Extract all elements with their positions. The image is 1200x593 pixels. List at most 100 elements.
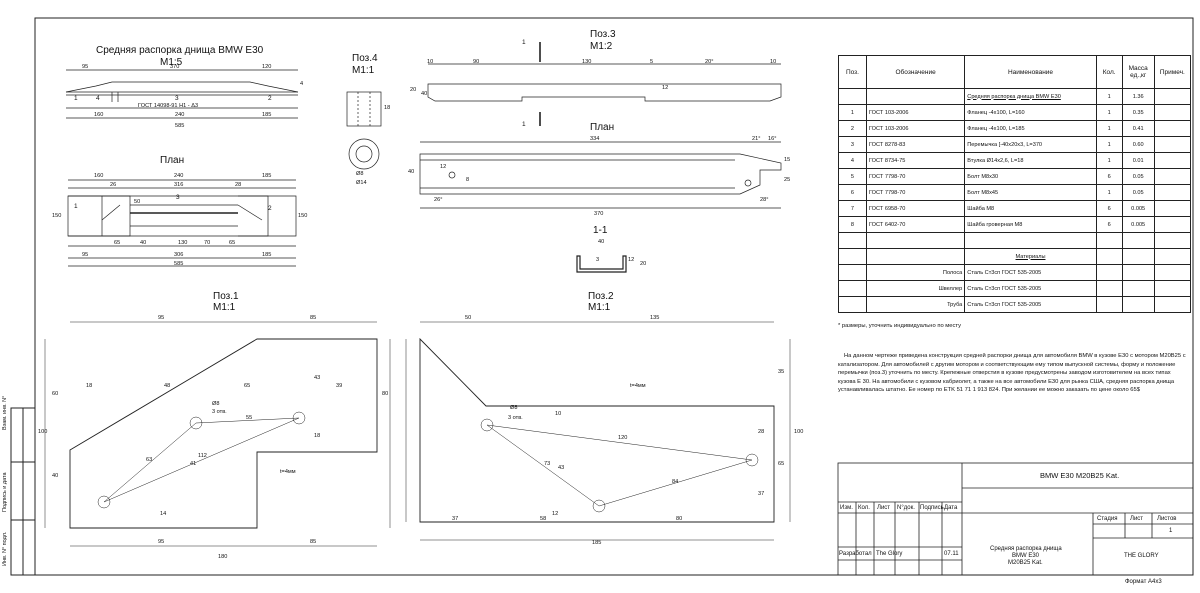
material-grade: Сталь Ст3сп ГОСТ 535-2005 [964, 296, 1097, 313]
material-type: Труба [865, 296, 966, 313]
spec-header: Поз. [838, 55, 867, 89]
dim: 40 [598, 239, 605, 245]
spec-cell [1095, 248, 1123, 265]
title-block [837, 462, 1194, 576]
dim: 112 [198, 453, 207, 459]
spec-cell [1153, 168, 1192, 185]
dim: 100 [794, 429, 804, 435]
dim: 160 [94, 173, 104, 179]
dim: 135 [650, 315, 660, 321]
pos1-title: Поз.1 [213, 291, 239, 302]
dim: 58 [540, 516, 547, 522]
section-mark: 1 [522, 39, 526, 46]
dim: 65 [778, 461, 785, 467]
dim: 15 [784, 157, 791, 163]
callout: 3 [176, 194, 180, 201]
dim: 12 [440, 164, 447, 170]
spec-cell [865, 248, 966, 265]
dim: 40 [140, 240, 147, 246]
stamp-title: BMW E30 M20B25 Kat. [1040, 471, 1120, 480]
pos3-side-view [427, 42, 782, 126]
dim: 85 [310, 539, 317, 545]
spec-cell [838, 248, 867, 265]
spec-cell: ГОСТ 103-2006 [865, 120, 966, 137]
section-mark: 1 [522, 121, 526, 128]
spec-cell: 1 [1095, 184, 1123, 201]
dim: 60 [52, 391, 59, 397]
spec-cell: 0.005 [1121, 200, 1155, 217]
spec-cell: 6 [1095, 168, 1123, 185]
pos1-plate [44, 321, 391, 547]
spec-cell: 1 [1095, 120, 1123, 137]
dim: 12 [662, 85, 669, 91]
spec-cell: 1 [1095, 136, 1123, 153]
pos2-scale: М1:1 [588, 302, 611, 313]
dim: 150 [298, 213, 308, 219]
callout: 2 [268, 95, 272, 102]
dim: 48 [164, 383, 171, 389]
pos3-title: Поз.3 [590, 29, 616, 40]
dim: 40 [421, 91, 428, 97]
stamp-ndok: N°док. [897, 505, 915, 511]
spec-cell [964, 232, 1097, 249]
spec-cell [1153, 232, 1192, 249]
dim: 120 [618, 435, 628, 441]
stamp-date: 07.11 [944, 551, 959, 557]
spec-cell [1121, 264, 1155, 281]
section-title: 1-1 [593, 225, 608, 236]
dim: 20 [410, 87, 417, 93]
dim: 40 [408, 169, 415, 175]
stamp-name3: M20B25 Kat. [1008, 560, 1043, 566]
dim: 16° [768, 136, 777, 142]
pos3-scale: М1:2 [590, 41, 613, 52]
dim: 35 [778, 369, 785, 375]
dim: 84 [672, 479, 679, 485]
spec-cell [1153, 200, 1192, 217]
plan-left-title: План [160, 155, 185, 166]
stamp-author: The Glory [876, 551, 903, 557]
stamp-stadiya: Стадия [1097, 516, 1118, 522]
dim: 50 [134, 199, 141, 205]
spec-cell [1153, 248, 1192, 265]
dim: 240 [175, 112, 185, 118]
dim: 8 [466, 177, 470, 183]
dim: 4 [300, 81, 304, 87]
spec-cell: Фланец -4х100, L=160 [964, 104, 1097, 121]
dim: 370 [594, 211, 604, 217]
spec-header: Кол. [1095, 55, 1123, 89]
dim: 50 [465, 315, 472, 321]
side-label-2: Подпись и дата [2, 472, 8, 512]
dim: 100 [38, 429, 48, 435]
spec-cell: Шайба М8 [964, 200, 1097, 217]
dim: 63 [146, 457, 153, 463]
spec-cell [1153, 280, 1192, 297]
dim: 95 [82, 64, 89, 70]
dim: 95 [158, 315, 165, 321]
dim: 185 [592, 540, 602, 546]
assembly-title: Средняя распорка днища BMW E30 [96, 45, 264, 56]
dim: 85 [310, 315, 317, 321]
spec-cell: 0.05 [1121, 168, 1155, 185]
stamp-razrab: Разработал [839, 551, 872, 557]
dim: 26 [110, 182, 117, 188]
spec-header: Масса ед.,кг [1121, 55, 1155, 89]
dim: 37 [452, 516, 459, 522]
dim: 306 [174, 252, 184, 258]
dim: 40 [52, 473, 59, 479]
spec-cell: 6 [838, 184, 867, 201]
callout: 4 [96, 95, 100, 102]
dim: 12 [552, 511, 559, 517]
plan-left-view [67, 179, 297, 267]
dim: 5 [650, 59, 654, 65]
spec-cell [1121, 280, 1155, 297]
spec-cell: 0.01 [1121, 152, 1155, 169]
dim: 585 [174, 261, 184, 267]
spec-cell: 0.35 [1121, 104, 1155, 121]
plan-right-title: План [590, 122, 615, 133]
